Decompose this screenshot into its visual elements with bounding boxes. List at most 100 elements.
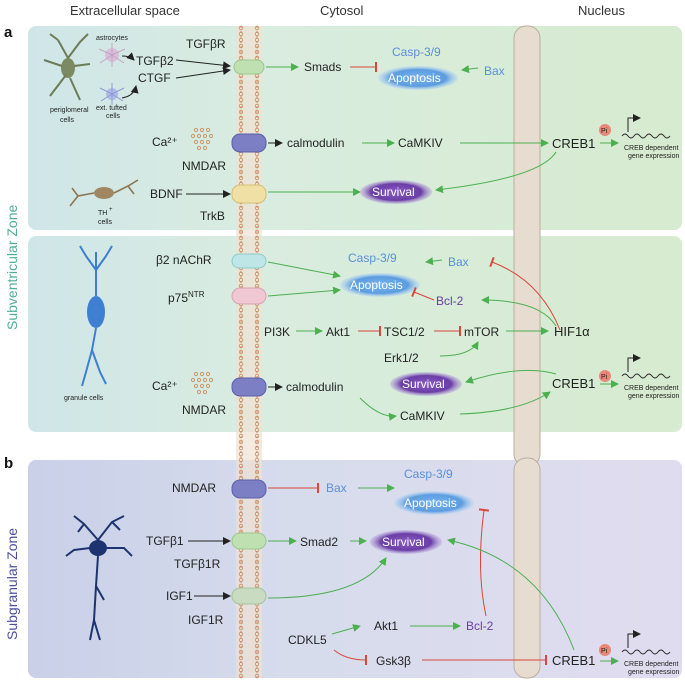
membrane-bead bbox=[254, 577, 260, 583]
node-cdkl5: CDKL5 bbox=[288, 633, 327, 647]
header-cytosol: Cytosol bbox=[320, 3, 363, 18]
gene-expr-top-2: gene expression bbox=[628, 153, 679, 160]
membrane-bead bbox=[254, 661, 260, 667]
membrane-bead bbox=[238, 445, 244, 451]
membrane-bead bbox=[254, 313, 260, 319]
membrane-bead bbox=[254, 49, 260, 55]
node-akt1-b: Akt1 bbox=[374, 619, 398, 633]
membrane-bead bbox=[238, 403, 244, 409]
receptor-trkb: TrkB bbox=[200, 209, 225, 223]
membrane-bead bbox=[238, 511, 244, 517]
node-bcl2-b: Bcl-2 bbox=[466, 619, 494, 633]
membrane-bead bbox=[254, 271, 260, 277]
membrane-bead bbox=[254, 31, 260, 37]
membrane-bead bbox=[238, 559, 244, 565]
label-granule-cells: granule cells bbox=[64, 395, 104, 402]
gene-expr-top-1: CREB dependent bbox=[624, 145, 679, 152]
membrane-bead bbox=[238, 655, 244, 661]
membrane-bead bbox=[238, 37, 244, 43]
membrane-bead bbox=[238, 415, 244, 421]
membrane-bead bbox=[254, 397, 260, 403]
membrane-bead bbox=[238, 457, 244, 463]
membrane-bead bbox=[254, 127, 260, 133]
label-th-cells: TH+cells bbox=[98, 207, 113, 226]
node-hif: HIF1α bbox=[554, 324, 590, 339]
membrane-bead bbox=[254, 619, 260, 625]
membrane-bead bbox=[238, 49, 244, 55]
node-casp-top: Casp-3/9 bbox=[392, 45, 441, 59]
pi-label-bottom: Pi bbox=[601, 374, 608, 381]
receptor-tgfbr-shape bbox=[233, 59, 265, 75]
node-camkiv-bottom: CaMKIV bbox=[400, 409, 445, 423]
node-apoptosis-b: Apoptosis bbox=[404, 496, 457, 510]
ligand-ca-bottom: Ca²⁺ bbox=[152, 379, 178, 393]
membrane-bead bbox=[238, 25, 244, 31]
node-creb1-top: CREB1 bbox=[552, 136, 595, 151]
node-apoptosis-bottom: Apoptosis bbox=[350, 278, 403, 292]
node-mtor: mTOR bbox=[464, 325, 499, 339]
membrane-bead bbox=[238, 673, 244, 679]
receptor-nachr-shape bbox=[231, 253, 267, 269]
membrane-bead bbox=[254, 157, 260, 163]
membrane-bead bbox=[238, 505, 244, 511]
membrane-bead bbox=[238, 565, 244, 571]
survival-blob-top bbox=[360, 180, 432, 204]
ligand-bdnf: BDNF bbox=[150, 187, 183, 201]
membrane-bead bbox=[238, 577, 244, 583]
membrane-bead bbox=[254, 523, 260, 529]
membrane-bead bbox=[238, 163, 244, 169]
membrane-bead bbox=[238, 43, 244, 49]
receptor-p75-shape bbox=[231, 287, 267, 305]
membrane-bead bbox=[238, 343, 244, 349]
gene-expr-b-2: gene expression bbox=[628, 669, 679, 676]
node-gsk: Gsk3β bbox=[376, 654, 411, 668]
membrane-bead bbox=[238, 121, 244, 127]
membrane-bead bbox=[254, 91, 260, 97]
membrane-bead bbox=[238, 31, 244, 37]
node-bax-top: Bax bbox=[484, 64, 505, 78]
membrane-bead bbox=[254, 361, 260, 367]
membrane-bead bbox=[254, 559, 260, 565]
pi-icon-b bbox=[599, 644, 611, 656]
membrane-bead bbox=[254, 427, 260, 433]
membrane-bead bbox=[254, 85, 260, 91]
ligand-tgfb1: TGFβ1 bbox=[146, 534, 184, 548]
membrane-bead bbox=[254, 355, 260, 361]
membrane-bead bbox=[254, 655, 260, 661]
membrane-bead bbox=[254, 571, 260, 577]
membrane-bead bbox=[238, 349, 244, 355]
membrane-bead bbox=[238, 469, 244, 475]
header-extracellular: Extracellular space bbox=[70, 3, 180, 18]
receptor-trkb-shape bbox=[231, 184, 267, 204]
membrane-bead bbox=[238, 421, 244, 427]
membrane-bead bbox=[254, 211, 260, 217]
calcium-ions-icon-bottom bbox=[190, 371, 214, 395]
membrane-bead bbox=[254, 121, 260, 127]
zone-subgranular: Subgranular Zone bbox=[4, 528, 20, 640]
membrane-bead bbox=[254, 457, 260, 463]
membrane-bead bbox=[238, 571, 244, 577]
receptor-nmdar-bottom-shape bbox=[231, 377, 267, 397]
node-calmodulin-bottom: calmodulin bbox=[286, 380, 343, 394]
membrane-bead bbox=[238, 217, 244, 223]
membrane-bead bbox=[254, 79, 260, 85]
membrane-bead bbox=[238, 607, 244, 613]
membrane-bead bbox=[238, 205, 244, 211]
astrocyte-icon bbox=[98, 43, 126, 67]
node-survival-top: Survival bbox=[372, 185, 415, 199]
membrane-bead bbox=[254, 439, 260, 445]
membrane-bead bbox=[254, 343, 260, 349]
survival-blob-bottom bbox=[390, 372, 462, 396]
membrane-bead bbox=[238, 313, 244, 319]
membrane-bead bbox=[254, 97, 260, 103]
membrane-bead bbox=[254, 607, 260, 613]
membrane-bead bbox=[238, 109, 244, 115]
zone-subventricular: Subventricular Zone bbox=[4, 204, 20, 330]
membrane-bead bbox=[238, 331, 244, 337]
membrane-bead bbox=[238, 553, 244, 559]
node-casp-bottom: Casp-3/9 bbox=[348, 251, 397, 265]
node-akt1-bottom: Akt1 bbox=[326, 325, 350, 339]
gene-expr-bottom-2: gene expression bbox=[628, 393, 679, 400]
